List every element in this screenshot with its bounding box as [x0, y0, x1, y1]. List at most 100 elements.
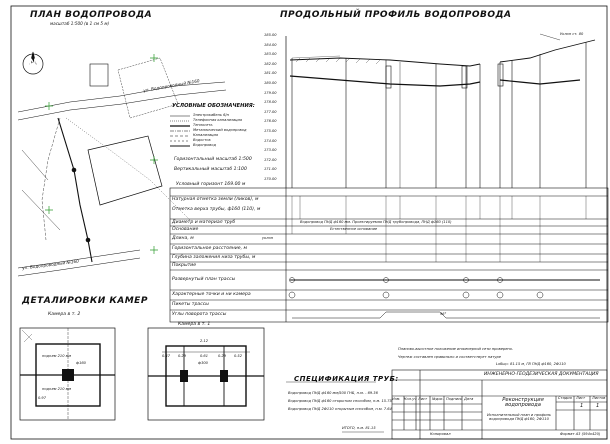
profile-table [169, 187, 609, 323]
row-horizontal-distance: Горизонтальное расстояние, м [172, 246, 247, 251]
legend-item: Металлический водопровод [193, 128, 247, 132]
tb-col: Изм. [392, 397, 401, 401]
chamber-1-drawing [147, 327, 265, 421]
chamber-1-dim: 0.29 [178, 354, 187, 358]
legend-lines [170, 115, 190, 147]
profile-drawing [285, 33, 596, 188]
legend-item: Водосток [193, 138, 211, 142]
row-angles: Углы поворота трассы [172, 312, 227, 317]
sheet-header: Лист [576, 396, 586, 400]
chamber-1-dim: 0.29 [218, 354, 227, 358]
tb-col: Дата [464, 397, 474, 401]
elevation-tick-label: 181.00 [264, 71, 277, 76]
elevation-tick-label: 182.00 [264, 61, 277, 66]
chamber-2-drawing [19, 327, 116, 421]
chamber-1-dim: 0.47 [162, 354, 171, 358]
row-length: Длина, м [172, 236, 194, 241]
drawing-name: Исполнительный план и профиль водопровод… [486, 413, 552, 421]
sheet-frame [10, 5, 608, 440]
chamber-1-title: Камера в т. 1 [178, 322, 211, 327]
elevation-tick-label: 171.00 [264, 167, 277, 172]
elevation-tick-label: 184.00 [264, 42, 277, 47]
legend-item: Водопровод [193, 143, 216, 147]
spec-line: Водопровод ПНД ф160 мм/500 ГНБ, п.м. - 6… [288, 391, 378, 395]
tb-col: Лист [418, 397, 428, 401]
legend-item: Телефонная канализация [193, 118, 243, 122]
elevation-tick-label: 172.00 [264, 157, 277, 162]
vertical-scale: Вертикальный масштаб 1:100 [174, 167, 247, 172]
elevation-tick-label: 178.00 [264, 100, 277, 105]
elevation-tick-label: 176.00 [264, 119, 277, 124]
chamber-2-label: подъем 210 мм [42, 387, 72, 391]
ground-line [289, 57, 481, 67]
pipe-route [57, 117, 93, 263]
chamber-2-label: 0.97 [38, 396, 47, 400]
elevation-tick-label: 185.00 [264, 33, 277, 37]
legend-item: Теплосеть [193, 123, 213, 127]
sheet-format: Формат А3 (594х420) [560, 432, 601, 436]
row-base: Основание [172, 227, 199, 232]
row-ground-mark: Натурная отметка земли (ликов), м [172, 197, 259, 202]
spec-title: СПЕЦИФИКАЦИЯ ТРУБ: [294, 375, 399, 383]
row-pipe-top: Отметка верха трубы, ф160 (110), м [172, 207, 261, 212]
building-main [87, 135, 163, 206]
conditional-horizon: Условный горизонт 169.00 м [176, 182, 246, 187]
note-line-2: Чертеж составлен правильно и соответству… [398, 355, 501, 359]
total-angle: 96° [440, 312, 447, 316]
spec-total: ИТОГО, п.м. 81.15 [342, 426, 376, 430]
details-title: ДЕТАЛИРОВКИ КАМЕР [22, 296, 148, 306]
elevation-tick-label: 179.00 [264, 90, 277, 95]
chamber-1-dim: 0.61 [200, 354, 209, 358]
elevation-tick-label: 174.00 [264, 138, 277, 143]
spec-line: Водопровод ПНД 2Ф110 открытым способом, … [288, 407, 392, 411]
row-points: Характерные точки и ни камера [172, 292, 251, 297]
tb-col: №док. [432, 397, 444, 401]
profile-top-label: Уклон ст. 80 [560, 32, 584, 36]
row-depth: Глубина заложения низа трубы, м [172, 255, 256, 260]
chamber-1-dim: ф300 [198, 361, 208, 365]
building-small [89, 63, 109, 87]
tb-col: Подпись [446, 397, 463, 401]
plan-drawing [17, 51, 227, 277]
chamber-2-title: Камера в т. 2 [48, 312, 81, 317]
chamber-2-label: ф160 [76, 361, 86, 365]
profile-title: ПРОДОЛЬНЫЙ ПРОФИЛЬ ВОДОПРОВОДА [280, 10, 512, 20]
note-length: Lобщ= 81.15 м, ГВ ПНД ф160, 2Ф110 [496, 362, 566, 366]
sheets-header: Листов [592, 396, 606, 400]
horizontal-scale: Горизонтальный масштаб 1:500 [174, 157, 252, 162]
north-label: N [29, 58, 37, 68]
sheets-count: 1 [596, 403, 600, 409]
sheet-number: 1 [580, 403, 584, 409]
row-diameter: Диаметр и материал труб [172, 220, 236, 225]
elevation-tick-label: 177.00 [264, 109, 277, 114]
elevation-tick-label: 180.00 [264, 81, 277, 85]
elevation-tick-label: 173.00 [264, 148, 277, 153]
organization: ИНЖЕНЕРНО-ГЕОДЕЗИЧЕСКАЯ ДОКУМЕНТАЦИЯ [484, 372, 599, 377]
north-arrow-icon [29, 51, 37, 65]
plan-scale: масштаб 1:500 (в 1 см 5 м) [50, 21, 110, 26]
plan-title: ПЛАН ВОДОПРОВОДА [30, 10, 153, 20]
note-line-1: Планово-высотное положение инженерной се… [398, 347, 514, 351]
elevation-tick-label: 170.00 [264, 177, 277, 181]
tb-col: Кол.уч [404, 397, 417, 401]
stage-header: Стадия [558, 396, 572, 400]
legend-item: Электрокабель 6/н [193, 113, 229, 117]
spec-line: Водопровод ПНД ф160 открытым способом, п… [288, 399, 392, 403]
base-note: Естественное основание [330, 227, 378, 231]
pipe-note: Водопровод ПНД ф160 мм. Проектируемая ПН… [300, 220, 452, 224]
row-pickets: Пикеты трассы [172, 302, 209, 307]
chamber-1-dim: 2.12 [200, 339, 209, 343]
legend-heading: УСЛОВНЫЕ ОБОЗНАЧЕНИЯ: [172, 103, 255, 109]
elevation-tick-label: 175.00 [264, 129, 277, 133]
copied-by: Копировал [430, 432, 451, 436]
title-block [391, 369, 608, 440]
project-object: Реконструкция водопровода [502, 397, 544, 409]
legend-item: Канализация [193, 133, 218, 137]
row-cover: Покрытие [172, 263, 197, 268]
chamber-2-label: подъем 210 мм [42, 354, 72, 358]
row-plan: Развернутый план трассы [172, 277, 236, 282]
uklon-label: уклон [262, 236, 274, 240]
pipe-line [289, 75, 481, 87]
